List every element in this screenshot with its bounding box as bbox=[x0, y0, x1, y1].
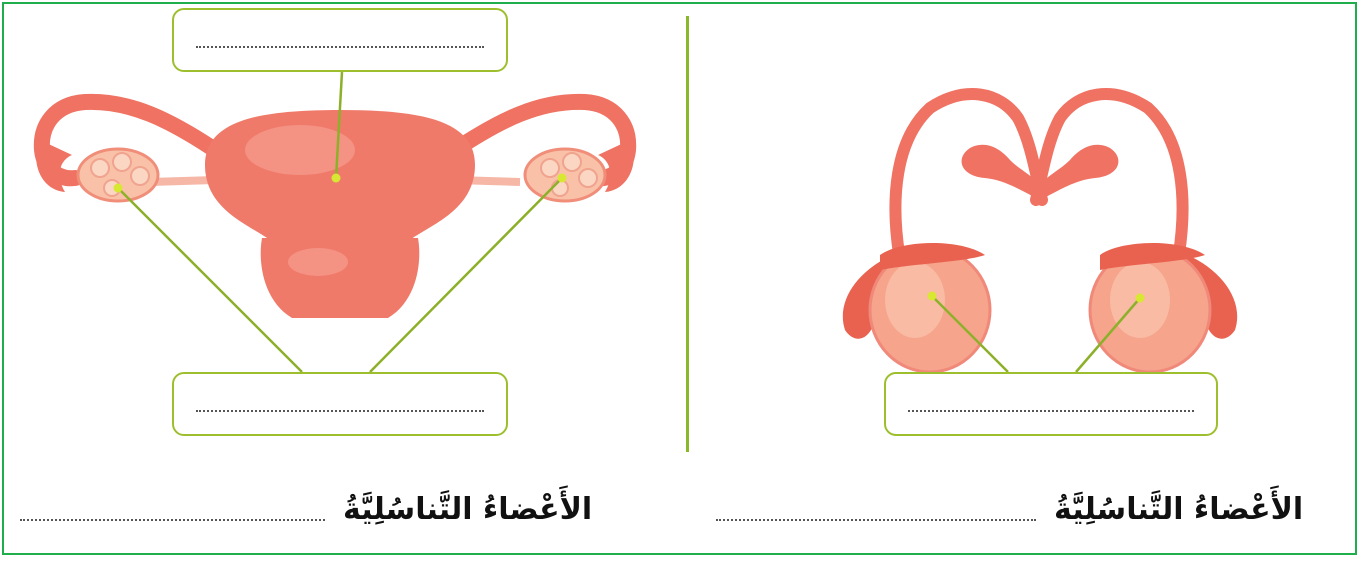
ovaries-answer-line[interactable] bbox=[196, 410, 484, 412]
uterus bbox=[205, 110, 475, 240]
ovaries-label-box[interactable] bbox=[172, 372, 508, 436]
male-answer-line[interactable] bbox=[716, 519, 1036, 521]
male-reproductive-diagram bbox=[843, 94, 1237, 372]
center-divider bbox=[686, 16, 689, 452]
cervix bbox=[261, 238, 420, 318]
female-caption: الأَعْضاءُ التَّناسُلِيَّةُ bbox=[20, 484, 592, 534]
uterus-answer-line[interactable] bbox=[196, 46, 484, 48]
female-caption-text: الأَعْضاءُ التَّناسُلِيَّةُ bbox=[343, 492, 592, 527]
female-answer-line[interactable] bbox=[20, 519, 325, 521]
female-reproductive-diagram bbox=[36, 72, 634, 372]
male-caption: الأَعْضاءُ التَّناسُلِيَّةُ bbox=[716, 484, 1303, 534]
uterus-label-box[interactable] bbox=[172, 8, 508, 72]
testes-answer-line[interactable] bbox=[908, 410, 1194, 412]
testes-label-box[interactable] bbox=[884, 372, 1218, 436]
male-caption-text: الأَعْضاءُ التَّناسُلِيَّةُ bbox=[1054, 492, 1303, 527]
